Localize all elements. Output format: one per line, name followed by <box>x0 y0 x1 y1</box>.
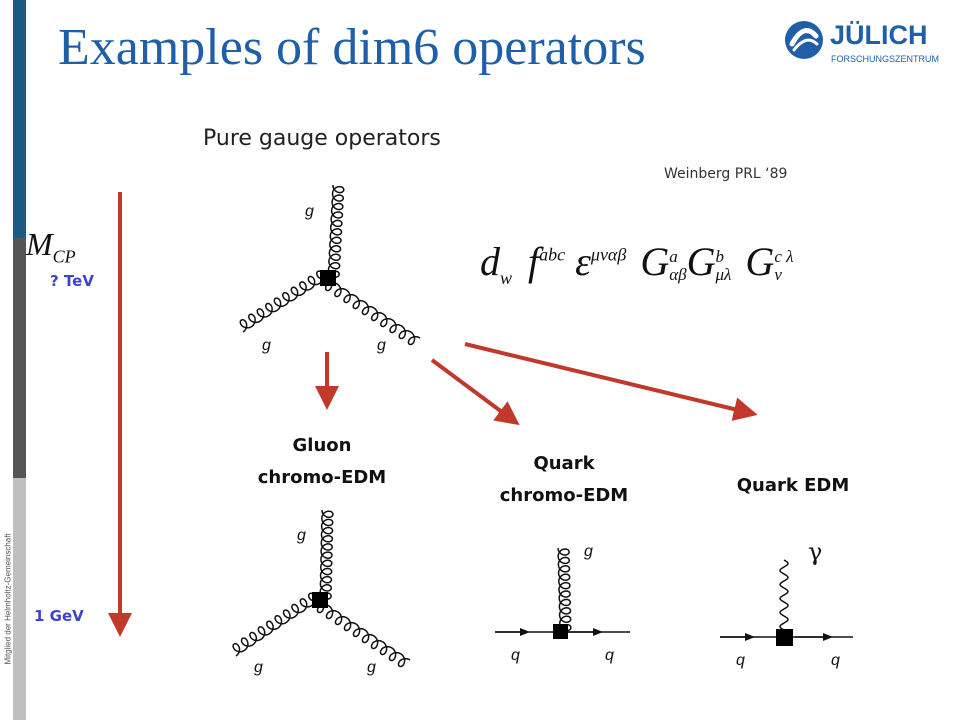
label-g-gcedm-up: g <box>297 527 306 544</box>
scale-high-symbol: MCP <box>26 226 76 267</box>
vertex-top <box>320 270 336 286</box>
vertex-qcedm <box>553 624 568 639</box>
logo-name: JÜLICH <box>830 20 928 50</box>
arrow-to-quark-cedm <box>430 358 520 426</box>
label-q-qcedm-right: q <box>605 647 614 664</box>
sidebar-bar-blue <box>13 0 26 238</box>
label-photon: γ <box>808 538 822 566</box>
label-g-qcedm: g <box>584 543 593 560</box>
label-g-top-left: g <box>262 337 271 354</box>
label-q-qedm-right: q <box>831 652 840 669</box>
sidebar <box>0 0 26 720</box>
gluon-top-up <box>327 185 345 279</box>
scale-high-label: ? TeV <box>50 272 94 290</box>
julich-logo: JÜLICH FORSCHUNGSZENTRUM <box>785 20 939 64</box>
label-g-gcedm-right: g <box>367 659 376 676</box>
scale-low-label: 1 GeV <box>34 607 84 625</box>
sidebar-bar-light <box>13 478 26 720</box>
vertex-qedm <box>776 629 793 646</box>
label-g-top-up: g <box>305 203 314 220</box>
gluon-qcedm <box>557 547 572 632</box>
reference-citation: Weinberg PRL ‘89 <box>664 166 788 182</box>
label-g-gcedm-left: g <box>254 659 263 676</box>
label-q-qcedm-left: q <box>511 647 520 664</box>
gluon-top-left <box>239 270 329 333</box>
page-title: Examples of dim6 operators <box>58 19 646 76</box>
gluon-gcedm-right <box>316 599 411 668</box>
section-subtitle: Pure gauge operators <box>203 126 441 151</box>
logo-sub: FORSCHUNGSZENTRUM <box>831 54 939 64</box>
gluon-gcedm-up <box>319 510 334 601</box>
sidebar-bar-dark <box>13 238 26 478</box>
gluon-gcedm-left <box>232 592 321 657</box>
label-g-top-right: g <box>377 337 386 354</box>
vertex-gcedm <box>312 592 328 608</box>
label-quark-edm: Quark EDM <box>736 475 850 496</box>
arrow-to-quark-edm <box>464 342 758 421</box>
photon-line <box>779 559 789 631</box>
label-q-qedm-left: q <box>736 652 745 669</box>
gluon-top-right <box>324 277 421 346</box>
